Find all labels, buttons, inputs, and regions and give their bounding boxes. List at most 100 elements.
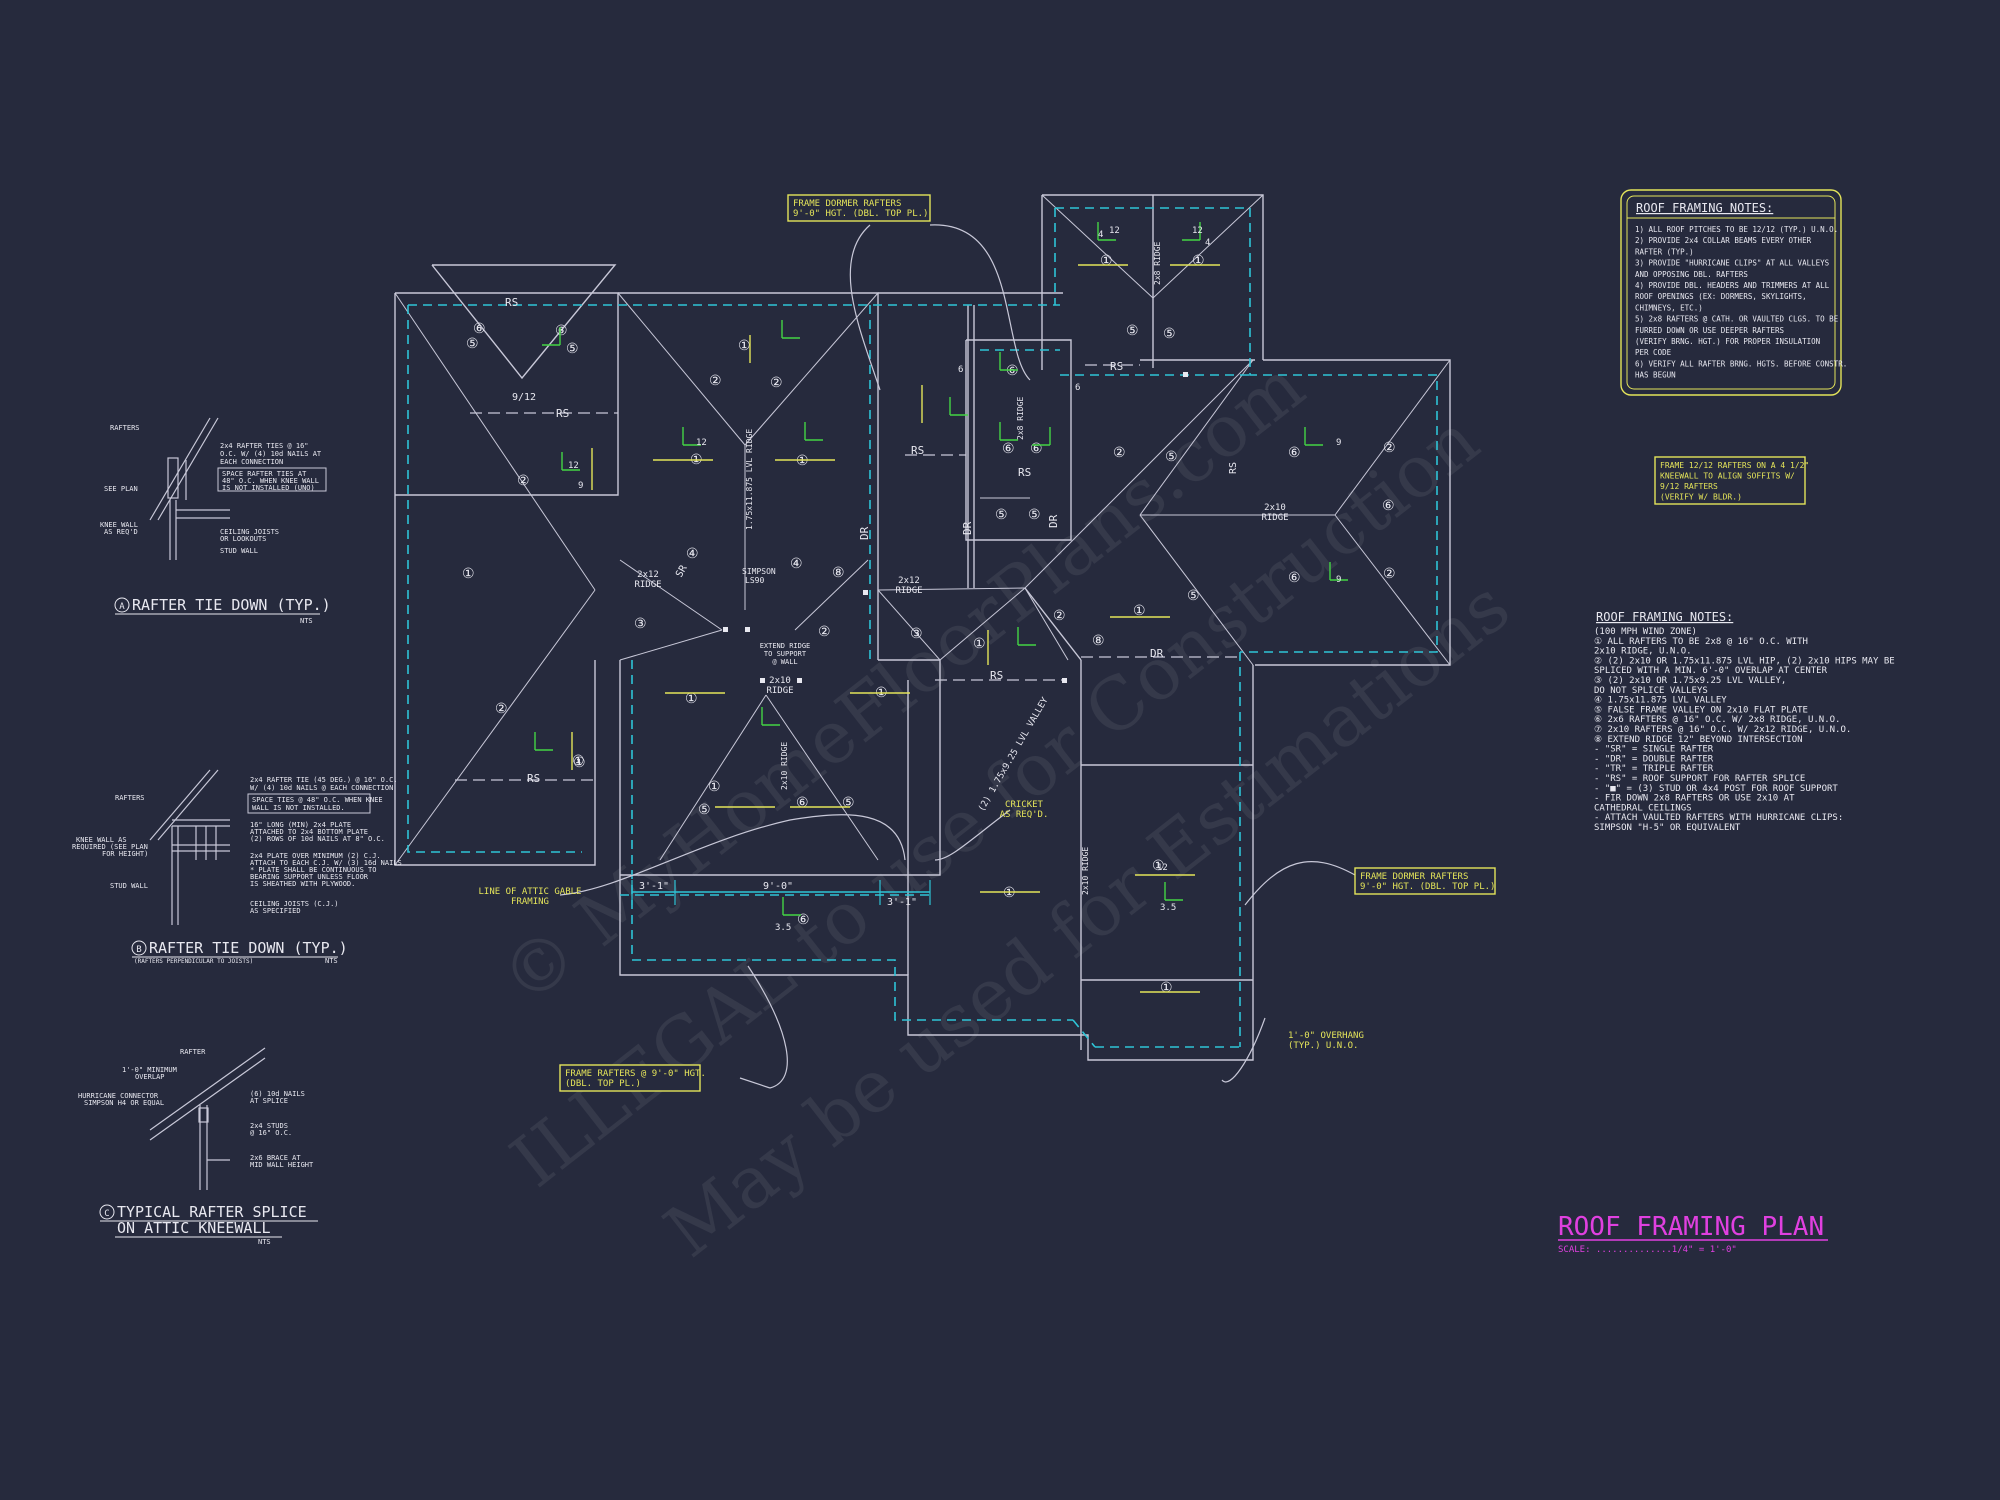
detail-c-label: 1'-0" MINIMUM bbox=[122, 1066, 177, 1074]
callout-2: ② bbox=[1383, 440, 1396, 456]
ridge-label: RIDGE bbox=[634, 580, 661, 590]
leader-lines bbox=[559, 224, 1356, 1089]
detail-b-label: FOR HEIGHT) bbox=[102, 850, 148, 858]
note-line: ② (2) 2x10 OR 1.75x11.875 LVL HIP, (2) 2… bbox=[1594, 656, 1895, 666]
pitch-9: 9 bbox=[1336, 575, 1341, 585]
callout-6: ⑥ bbox=[796, 795, 809, 811]
post-marker bbox=[760, 678, 765, 683]
detail-a-letter: A bbox=[119, 602, 125, 612]
callout-1: ① bbox=[462, 566, 475, 582]
detail-a-label: AS REQ'D bbox=[104, 528, 138, 536]
roof-framing-legend: ROOF FRAMING NOTES: (100 MPH WIND ZONE)①… bbox=[1594, 610, 1895, 833]
rs-label: RS bbox=[1110, 360, 1123, 373]
detail-c-label: HURRICANE CONNECTOR bbox=[78, 1092, 159, 1100]
callout-dormer-top: FRAME DORMER RAFTERS 9'-0" HGT. (DBL. TO… bbox=[787, 194, 931, 222]
pitch-4: 4 bbox=[1205, 238, 1210, 248]
callout-2: ② bbox=[517, 473, 530, 489]
pitch-3-5: 3.5 bbox=[1160, 903, 1176, 913]
pitch-12: 12 bbox=[1157, 863, 1168, 873]
detail-a-label: IS NOT INSTALLED (UNO) bbox=[222, 484, 315, 492]
callout-6: ⑥ bbox=[1288, 445, 1301, 461]
callout-1: ① bbox=[1003, 885, 1016, 901]
detail-b-label: 16" LONG (MIN) 2x4 PLATE bbox=[250, 821, 351, 829]
note-line: ③ (2) 2x10 OR 1.75x9.25 LVL VALLEY, bbox=[1594, 676, 1786, 686]
callout-1: ① bbox=[685, 691, 698, 707]
detail-c-label: MID WALL HEIGHT bbox=[250, 1161, 314, 1169]
callout-5: ⑤ bbox=[1028, 507, 1041, 523]
callout-2: ② bbox=[1053, 608, 1066, 624]
detail-b-label: 2x4 PLATE OVER MINIMUM (2) C.J. bbox=[250, 852, 381, 860]
ridge-size: 2x12 bbox=[898, 576, 920, 586]
notes-heading: ROOF FRAMING NOTES: bbox=[1636, 201, 1773, 215]
note-line: ④ 1.75x11.875 LVL VALLEY bbox=[1594, 696, 1727, 706]
note-line: 4) PROVIDE DBL. HEADERS AND TRIMMERS AT … bbox=[1635, 281, 1830, 290]
callout-1: ① bbox=[1160, 980, 1173, 996]
rs-label: RS bbox=[1228, 462, 1239, 474]
note-line: SPLICED WITH A MIN. 6'-0" OVERLAP AT CEN… bbox=[1594, 666, 1828, 676]
callout-text: AS REQ'D. bbox=[1000, 810, 1049, 820]
note-line: RAFTER (TYP.) bbox=[1635, 247, 1694, 256]
ridge-size: 2x12 bbox=[637, 570, 659, 580]
pitch-symbols: 12 9 12 4 12 12 4 3.5 12 3.5 6 6 9 9 bbox=[534, 222, 1348, 993]
callout-3: ③ bbox=[910, 626, 923, 642]
post-marker bbox=[745, 627, 750, 632]
callout-2: ② bbox=[495, 701, 508, 717]
detail-c-label: RAFTER bbox=[180, 1048, 206, 1056]
note-line: (100 MPH WIND ZONE) bbox=[1594, 627, 1697, 637]
callout-2: ② bbox=[818, 624, 831, 640]
notes-border-inner bbox=[1626, 195, 1836, 390]
callout-5: ⑤ bbox=[1126, 323, 1139, 339]
notes-lines: 1) ALL ROOF PITCHES TO BE 12/12 (TYP.) U… bbox=[1635, 225, 1847, 380]
rs-label: RS bbox=[911, 444, 924, 457]
note-line: (VERIFY W/ BLDR.) bbox=[1660, 493, 1742, 502]
simpson-model: LS90 bbox=[745, 576, 764, 585]
callout-attic-gable: LINE OF ATTIC GABLE FRAMING bbox=[479, 887, 582, 907]
note-line: ① ALL RAFTERS TO BE 2x8 @ 16" O.C. WITH bbox=[1594, 637, 1808, 647]
roof-framing-notes-box: ROOF FRAMING NOTES: 1) ALL ROOF PITCHES … bbox=[1620, 189, 1847, 396]
note-line: 1) ALL ROOF PITCHES TO BE 12/12 (TYP.) U… bbox=[1635, 225, 1838, 234]
roof-support-lines bbox=[455, 364, 1240, 781]
roof-plan: 3'-1" 9'-0" 3'-1" RS RS RS RS RS RS RS D… bbox=[394, 194, 1451, 1089]
detail-a: RAFTERS 2x4 RAFTER TIES @ 16" O.C. W/ (4… bbox=[100, 417, 331, 625]
detail-c-label: OVERLAP bbox=[135, 1073, 165, 1081]
extend-ridge-line1: EXTEND RIDGE bbox=[760, 642, 811, 650]
post-marker bbox=[863, 590, 868, 595]
callout-text: 1'-0" OVERHANG bbox=[1288, 1031, 1364, 1041]
extend-ridge-line3: @ WALL bbox=[772, 658, 797, 666]
detail-c-label: (6) 10d NAILS bbox=[250, 1090, 305, 1098]
detail-b-subtitle: (RAFTERS PERPENDICULAR TO JOISTS) bbox=[134, 958, 253, 965]
framing-callout-markers: ① ① ① ① ① ① ① ① ① ① ① ① ① ① ① ① ② ② ② ② … bbox=[462, 253, 1396, 996]
kneewall-note-box: FRAME 12/12 RAFTERS ON A 4 1/2"KNEEWALL … bbox=[1654, 456, 1809, 505]
ridge-2x10-label: 2x10 RIDGE bbox=[780, 742, 789, 790]
callout-text: CRICKET bbox=[1005, 800, 1044, 810]
note-line: 6) VERIFY ALL RAFTER BRNG. HGTS. BEFORE … bbox=[1635, 359, 1847, 368]
dim-right: 3'-1" bbox=[887, 897, 917, 908]
note-line: - ATTACH VAULTED RAFTERS WITH HURRICANE … bbox=[1594, 813, 1843, 823]
callout-2: ② bbox=[1113, 445, 1126, 461]
callout-dormer-right: FRAME DORMER RAFTERS 9'-0" HGT. (DBL. TO… bbox=[1354, 867, 1496, 895]
callout-5: ⑤ bbox=[995, 507, 1008, 523]
ridge-size: 2x10 bbox=[769, 676, 791, 686]
pitch-6: 6 bbox=[1075, 383, 1080, 393]
callout-5: ⑤ bbox=[842, 795, 855, 811]
drawing-scale: SCALE: ..............1/4" = 1'-0" bbox=[1558, 1245, 1737, 1255]
post-marker bbox=[797, 678, 802, 683]
callout-6: ⑥ bbox=[555, 323, 568, 339]
ridge-2x8-label: 2x8 RIDGE bbox=[1016, 396, 1025, 440]
detail-b-label: KNEE WALL AS bbox=[76, 836, 127, 844]
detail-b: RAFTERS 2x4 RAFTER TIE (45 DEG.) @ 16" O… bbox=[72, 769, 402, 965]
detail-c-label: @ 16" O.C. bbox=[250, 1129, 292, 1137]
note-line: 2) PROVIDE 2x4 COLLAR BEAMS EVERY OTHER bbox=[1635, 236, 1812, 245]
note-line: 9/12 RAFTERS bbox=[1660, 482, 1718, 491]
note-line: 5) 2x8 RAFTERS @ CATH. OR VAULTED CLGS. … bbox=[1635, 315, 1839, 324]
rs-label: RS bbox=[505, 296, 518, 309]
note-line: KNEEWALL TO ALIGN SOFFITS W/ bbox=[1660, 472, 1795, 481]
note-line: ⑤ FALSE FRAME VALLEY ON 2x10 FLAT PLATE bbox=[1594, 705, 1808, 715]
callout-5: ⑤ bbox=[698, 802, 711, 818]
note-line: ⑥ 2x6 RAFTERS @ 16" O.C. W/ 2x8 RIDGE, U… bbox=[1594, 715, 1840, 725]
detail-a-label: EACH CONNECTION bbox=[220, 458, 283, 466]
callout-6: ⑥ bbox=[1006, 363, 1019, 379]
post-marker bbox=[1183, 372, 1188, 377]
note-line: ⑧ EXTEND RIDGE 12" BEYOND INTERSECTION bbox=[1594, 735, 1803, 745]
